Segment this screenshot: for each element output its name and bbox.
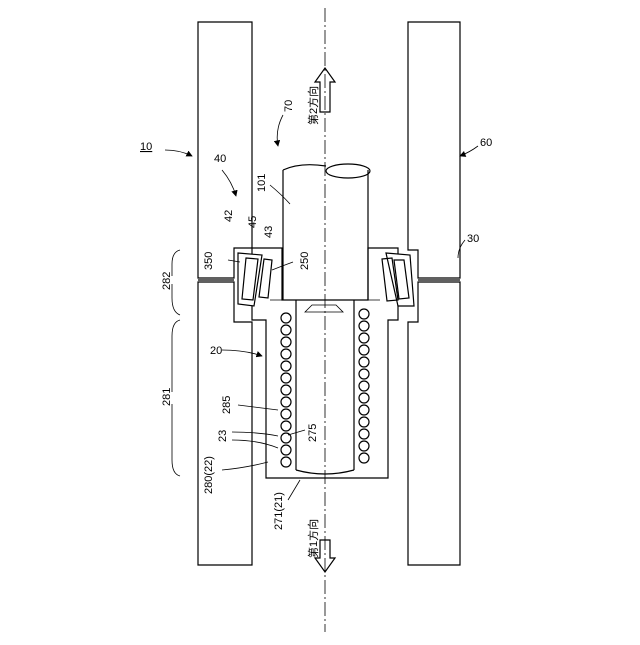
ref-23: 23 — [217, 430, 229, 442]
leader-285 — [238, 405, 278, 410]
leader-101 — [270, 185, 290, 204]
leader-60 — [460, 146, 478, 156]
ref-45: 45 — [247, 216, 259, 228]
key-slot — [305, 305, 343, 312]
ref-271: 271(21) — [273, 492, 285, 530]
ball-right — [359, 369, 369, 379]
balls-right — [359, 309, 369, 463]
bracket-282 — [172, 250, 180, 315]
ball-right — [359, 333, 369, 343]
shaft — [283, 170, 368, 300]
ball-right — [359, 453, 369, 463]
ref-20: 20 — [210, 345, 222, 357]
second-direction-label: 第2方向 — [306, 86, 320, 125]
ref-40: 40 — [214, 153, 226, 165]
bracket-281 — [172, 320, 180, 476]
ball-left — [281, 325, 291, 335]
ball-left — [281, 337, 291, 347]
ref-43: 43 — [263, 226, 275, 238]
bearing-left — [238, 253, 272, 306]
ball-left — [281, 385, 291, 395]
ref-280: 280(22) — [203, 456, 215, 494]
leader-30 — [458, 240, 465, 258]
ref-42: 42 — [223, 210, 235, 222]
leader-280 — [222, 462, 268, 470]
ball-left — [281, 457, 291, 467]
ball-right — [359, 441, 369, 451]
ball-right — [359, 321, 369, 331]
ball-left — [281, 361, 291, 371]
ball-right — [359, 429, 369, 439]
leader-23 — [232, 432, 278, 448]
ref-60: 60 — [480, 137, 492, 149]
ball-right — [359, 309, 369, 319]
ball-right — [359, 405, 369, 415]
leader-10 — [165, 150, 192, 156]
leader-40 — [222, 170, 236, 196]
ref-285: 285 — [221, 396, 233, 414]
ref-70: 70 — [283, 100, 295, 112]
balls-left — [281, 313, 291, 467]
leader-271 — [288, 480, 300, 500]
first-direction-label: 第1方向 — [306, 519, 320, 558]
ball-right — [359, 417, 369, 427]
ref-282: 282 — [161, 272, 173, 290]
leader-70 — [277, 115, 283, 146]
ball-left — [281, 397, 291, 407]
ball-right — [359, 381, 369, 391]
ball-right — [359, 393, 369, 403]
ref-250: 250 — [299, 252, 311, 270]
ball-right — [359, 357, 369, 367]
ball-left — [281, 349, 291, 359]
ball-left — [281, 445, 291, 455]
ball-left — [281, 409, 291, 419]
shaft-top-edge — [283, 165, 326, 170]
ref-350: 350 — [203, 252, 215, 270]
right-housing — [408, 22, 460, 565]
ref-281: 281 — [161, 388, 173, 406]
ref-275: 275 — [307, 424, 319, 442]
ball-left — [281, 313, 291, 323]
bearing-right — [382, 253, 414, 306]
ball-left — [281, 373, 291, 383]
leader-20 — [222, 350, 262, 356]
ball-left — [281, 421, 291, 431]
shaft-top-end — [326, 164, 370, 178]
ref-10: 10 — [140, 141, 152, 153]
ref-101: 101 — [256, 174, 268, 192]
ref-30: 30 — [467, 233, 479, 245]
ball-right — [359, 345, 369, 355]
